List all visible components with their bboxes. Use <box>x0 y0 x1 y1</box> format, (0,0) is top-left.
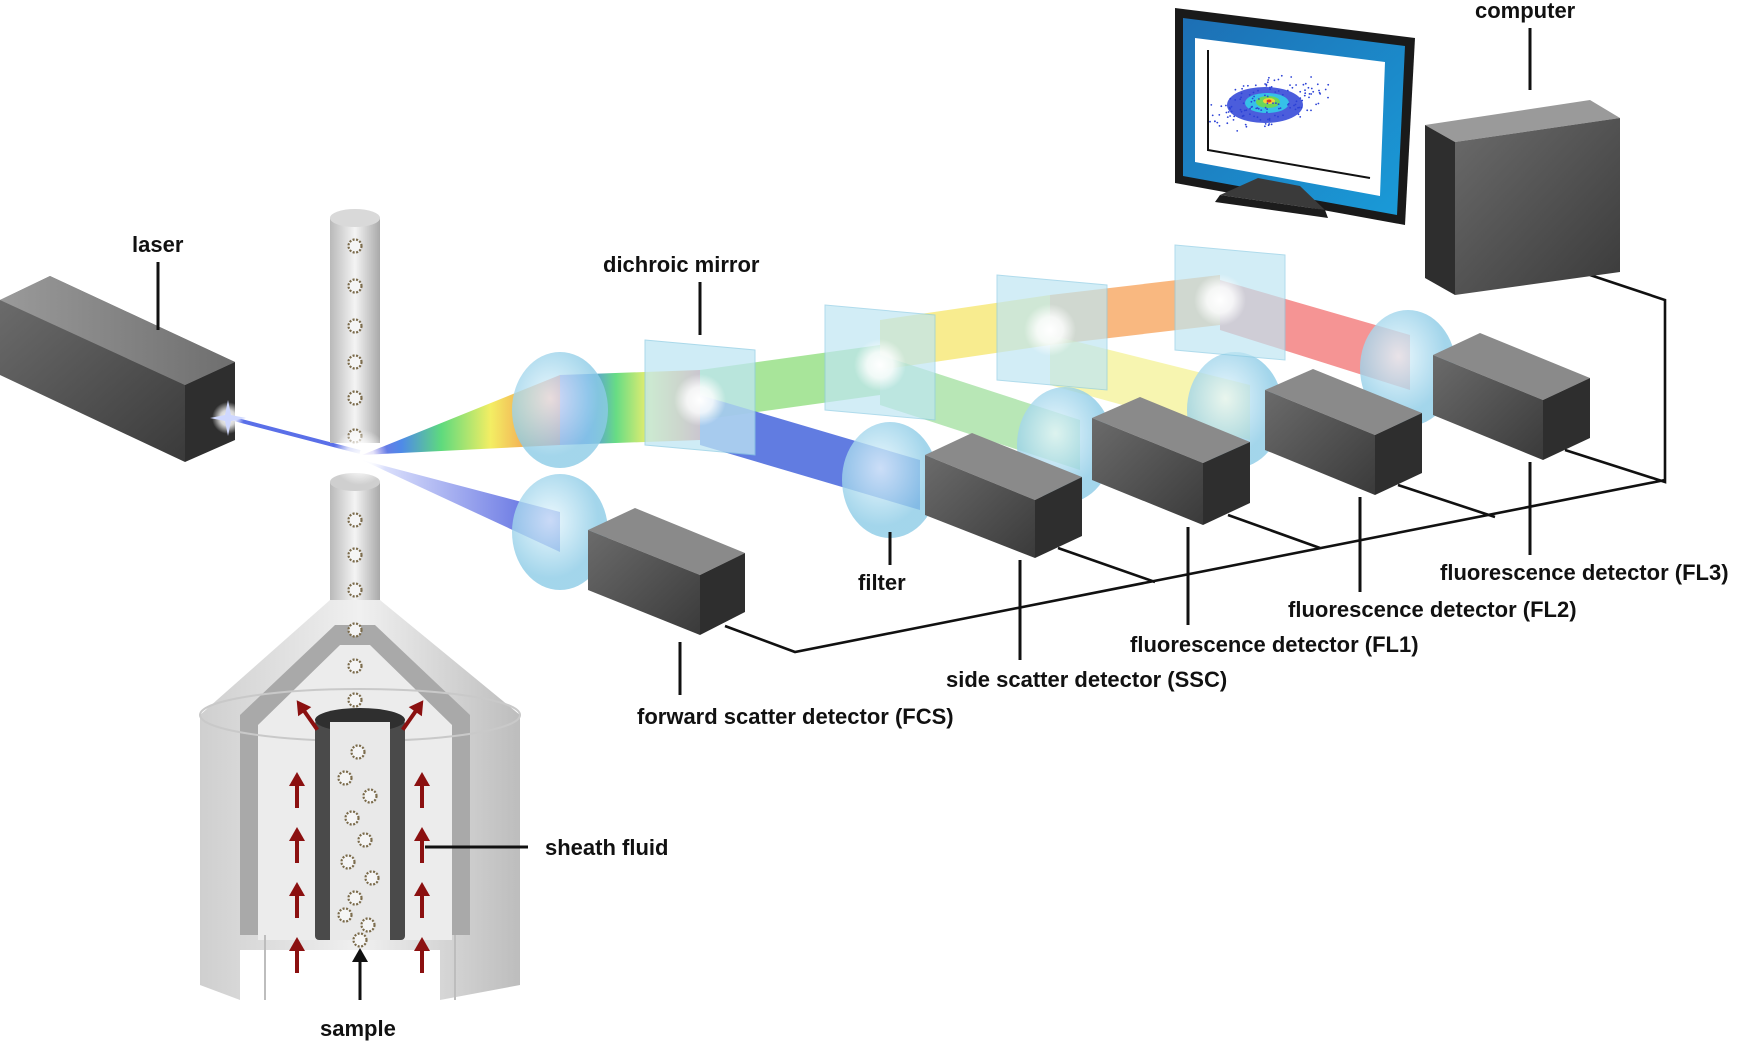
dichroic-mirror-label: dichroic mirror <box>603 252 760 277</box>
detector-fl3 <box>1433 333 1590 460</box>
cell-particle-icon <box>340 854 356 870</box>
laser-label: laser <box>132 232 184 257</box>
flow-arrow-icon <box>296 700 319 731</box>
flow-arrows <box>289 700 430 973</box>
cell-particle-icon <box>364 870 380 886</box>
flow-arrow-icon <box>414 882 430 918</box>
detector-fl2 <box>1265 369 1422 495</box>
cell-particle-icon <box>347 692 363 708</box>
flow-arrow-icon <box>289 937 305 973</box>
detector-fl1 <box>1092 397 1250 525</box>
cell-particle-icon <box>337 770 353 786</box>
cell-particle-icon <box>347 278 363 294</box>
dichroic-mirrors <box>644 244 1286 456</box>
flow-arrow-icon <box>289 827 305 863</box>
monitor-icon <box>1175 8 1415 225</box>
flow-arrow-icon <box>414 827 430 863</box>
cell-particle-icon <box>362 788 378 804</box>
fl2-label: fluorescence detector (FL2) <box>1288 597 1577 622</box>
sample-arrow-icon <box>352 948 368 962</box>
detector-ssc <box>925 433 1082 558</box>
fl1-label: fluorescence detector (FL1) <box>1130 632 1419 657</box>
flow-arrow-icon <box>289 882 305 918</box>
flow-arrow-icon <box>414 937 430 973</box>
cell-particle-icon <box>347 890 363 906</box>
cell-particle-icon <box>347 354 363 370</box>
cell-particle-icon <box>350 744 366 760</box>
cell-particle-icon <box>347 390 363 406</box>
flow-arrow-icon <box>289 772 305 808</box>
fluorescence-beam <box>362 375 560 455</box>
filter-lens <box>842 422 938 538</box>
scatter-plot-icon <box>1209 74 1330 132</box>
signal-wires <box>724 273 1667 654</box>
flow-arrow-icon <box>414 772 430 808</box>
fl3-label: fluorescence detector (FL3) <box>1440 560 1729 585</box>
cell-particle-icon <box>352 932 368 948</box>
cell-particle-icon <box>347 512 363 528</box>
laser-source-icon <box>0 276 361 462</box>
lens-group <box>512 310 1456 590</box>
cell-particle-icon <box>347 622 363 638</box>
sample-label: sample <box>320 1016 396 1041</box>
flow-arrow-icon <box>401 700 424 731</box>
filter-label: filter <box>858 570 906 595</box>
ssc-label: side scatter detector (SSC) <box>946 667 1227 692</box>
computer-tower-icon <box>1425 100 1620 295</box>
forward-scatter-beam <box>362 460 560 552</box>
cell-particle-icon <box>360 917 376 933</box>
cell-particle-icon <box>347 318 363 334</box>
cell-particle-icon <box>337 907 353 923</box>
sheath-fluid-label: sheath fluid <box>545 835 668 860</box>
cell-particle-icon <box>347 582 363 598</box>
computer-label: computer <box>1475 0 1576 23</box>
detector-fcs <box>588 508 745 635</box>
flow-tube <box>330 209 380 602</box>
cell-particle-icon <box>347 238 363 254</box>
fcs-label: forward scatter detector (FCS) <box>637 704 954 729</box>
cell-particle-icon <box>347 658 363 674</box>
cell-particle-icon <box>357 832 373 848</box>
cell-particle-icon <box>347 547 363 563</box>
cell-particles <box>337 238 380 948</box>
cell-particle-icon <box>344 810 360 826</box>
